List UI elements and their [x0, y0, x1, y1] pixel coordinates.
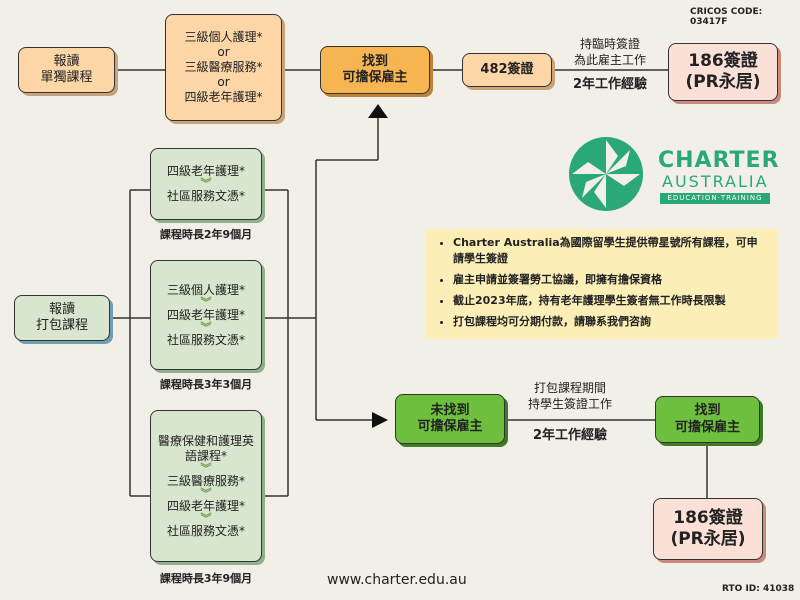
package-3-item-4: 社區服務文憑*	[166, 523, 245, 538]
visa-482-label: 482簽證	[480, 61, 534, 77]
package-3-item-1: 醫療保健和護理英語課程*	[157, 433, 254, 463]
temp-visa-note: 持臨時簽證 為此雇主工作	[562, 36, 658, 68]
pr-bottom-line1: 186簽證	[673, 507, 743, 528]
package-work-note-line2: 持學生簽證工作	[527, 397, 612, 412]
package-work-note: 打包課程期間 持學生簽證工作	[518, 380, 622, 412]
not-found-employer-line1: 未找到	[430, 402, 470, 418]
not-found-employer: 未找到 可擔保雇主	[395, 394, 505, 444]
chevron-down-icon: ︾	[200, 511, 212, 525]
package-course-line1: 報讀	[48, 301, 75, 317]
pr-top-line1: 186簽證	[688, 50, 758, 71]
option-aged-personal: 三級個人護理*	[184, 30, 263, 44]
rto-id: RTO ID: 41038	[722, 584, 795, 594]
single-course-line2: 單獨課程	[40, 70, 93, 85]
chevron-down-icon: ︾	[200, 295, 212, 309]
find-employer-bottom: 找到 可擔保雇主	[655, 396, 760, 443]
chevron-down-icon: ︾	[200, 486, 212, 500]
package-2: 三級個人護理* ︾ 四級老年護理* ︾ 社區服務文憑*	[150, 260, 262, 370]
logo-charter: CHARTER	[658, 148, 780, 173]
chevron-down-icon: ︾	[200, 320, 212, 334]
pr-visa-bottom: 186簽證 (PR永居)	[653, 498, 763, 560]
package-course-box: 報讀 打包課程	[14, 295, 110, 341]
single-course-line1: 報讀	[53, 53, 80, 69]
cricos-code: CRICOS CODE: 03417F	[690, 7, 763, 27]
pr-visa-top: 186簽證 (PR永居)	[668, 43, 778, 101]
pinwheel-icon	[566, 134, 646, 214]
temp-visa-note-line1: 持臨時簽證	[579, 37, 640, 51]
package-1-item-2: 社區服務文憑*	[166, 189, 245, 203]
note-item: 打包課程均可分期付款，請聯系我們咨詢	[453, 314, 767, 330]
package-3-item-3: 四級老年護理*	[166, 498, 245, 513]
or-text: or	[217, 45, 230, 59]
single-course-options: 三級個人護理* or 三級醫療服務* or 四級老年護理*	[165, 14, 282, 121]
package-course-line2: 打包課程	[35, 318, 88, 333]
find-employer-bottom-line1: 找到	[694, 403, 721, 419]
or-text: or	[217, 75, 230, 89]
option-aged-care: 四級老年護理*	[184, 90, 263, 104]
notes-panel: Charter Australia為國際留學生提供帶星號所有課程，可申請學生簽證…	[425, 229, 777, 339]
single-course-box: 報讀 單獨課程	[18, 47, 115, 93]
find-employer-top-line1: 找到	[361, 53, 388, 69]
logo-australia: AUSTRALIA	[662, 172, 769, 191]
note-item: Charter Australia為國際留學生提供帶星號所有課程，可申請學生簽證	[453, 235, 767, 267]
pr-bottom-line2: (PR永居)	[670, 529, 746, 549]
package-1: 四級老年護理* ︾ 社區服務文憑*	[150, 148, 262, 220]
package-2-item-3: 社區服務文憑*	[166, 332, 245, 347]
website-url[interactable]: www.charter.edu.au	[327, 572, 467, 588]
find-employer-top: 找到 可擔保雇主	[320, 46, 430, 94]
package-1-item-1: 四級老年護理*	[166, 164, 245, 178]
chevron-down-icon: ︾	[200, 461, 212, 475]
note-item: 雇主申請並簽署勞工協議，即擁有擔保資格	[453, 272, 767, 288]
visa-482-box: 482簽證	[462, 53, 552, 87]
temp-visa-note-line2: 為此雇主工作	[573, 53, 646, 68]
two-year-exp-bottom: 2年工作經驗	[532, 428, 608, 443]
package-2-item-2: 四級老年護理*	[166, 307, 245, 322]
option-health-services: 三級醫療服務*	[184, 60, 263, 74]
chevron-down-icon: ︾	[200, 177, 212, 190]
package-3-item-2: 三級醫療服務*	[166, 473, 245, 488]
not-found-employer-line2: 可擔保雇主	[417, 419, 483, 434]
note-item: 截止2023年底，持有老年護理學生簽者無工作時長限製	[453, 293, 767, 309]
find-employer-top-line2: 可擔保雇主	[342, 70, 408, 85]
logo-tagline: EDUCATION·TRAINING	[660, 193, 770, 204]
package-3-duration: 課程時長3年9個月	[159, 572, 253, 585]
package-2-item-1: 三級個人護理*	[166, 282, 245, 297]
package-1-duration: 課程時長2年9個月	[159, 228, 253, 241]
package-3: 醫療保健和護理英語課程* ︾ 三級醫療服務* ︾ 四級老年護理* ︾ 社區服務文…	[150, 410, 262, 562]
two-year-exp-top: 2年工作經驗	[572, 77, 648, 92]
package-2-duration: 課程時長3年3個月	[159, 378, 253, 391]
package-work-note-line1: 打包課程期間	[533, 381, 606, 395]
pr-top-line2: (PR永居)	[685, 72, 761, 92]
find-employer-bottom-line2: 可擔保雇主	[674, 419, 740, 435]
